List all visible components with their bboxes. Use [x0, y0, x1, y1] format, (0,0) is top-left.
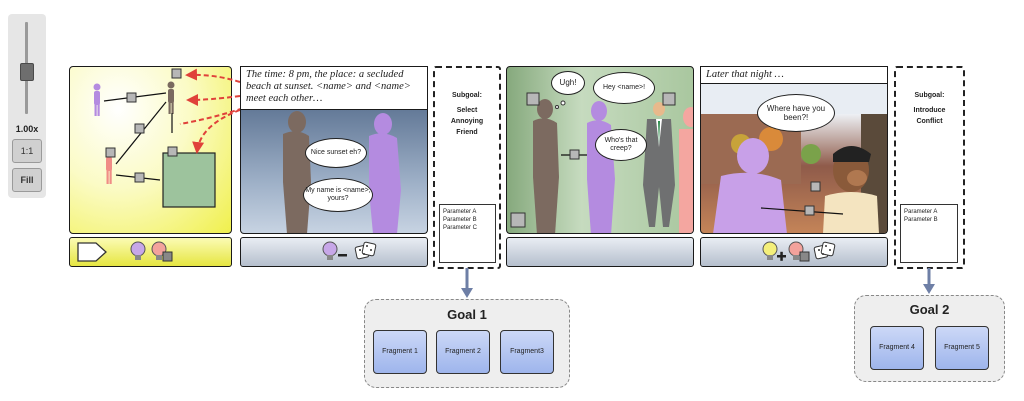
fragment-card[interactable]: Fragment 5 — [935, 326, 989, 370]
panel1-toolbar — [69, 237, 232, 267]
speech-bubble: Nice sunset eh? — [305, 138, 367, 168]
panel-layout-editor[interactable] — [69, 66, 232, 234]
zoom-one-to-one-button[interactable]: 1:1 — [12, 139, 42, 163]
fragment-card[interactable]: Fragment3 — [500, 330, 554, 374]
image-placeholder-box — [162, 152, 216, 208]
pink-character-silhouette — [679, 107, 693, 233]
subgoal-name: Introduce Conflict — [913, 107, 946, 125]
subgoal-card-select-annoying-friend[interactable]: Subgoal: Select Annoying Friend Paramete… — [433, 66, 501, 269]
lightbulb-purple-icon[interactable] — [128, 240, 148, 264]
subgoal-parameter-list: Parameter A Parameter B — [900, 204, 958, 263]
goal-title: Goal 1 — [447, 307, 487, 322]
subgoal-parameter-list: Parameter A Parameter B Parameter C — [439, 204, 496, 263]
fragment-card[interactable]: Fragment 2 — [436, 330, 490, 374]
parameter-item: Parameter A — [904, 209, 938, 215]
brown-character-silhouette — [283, 111, 311, 233]
upset-man-character — [823, 146, 879, 233]
speech-bubble: Who's that creep? — [595, 129, 647, 161]
zoom-slider-thumb[interactable] — [20, 63, 34, 81]
man-in-suit-character — [643, 102, 675, 227]
zoom-fill-button[interactable]: Fill — [12, 168, 42, 192]
subgoal-heading: Subgoal: — [452, 92, 482, 99]
parameter-item: Parameter B — [904, 217, 938, 223]
speech-bubble: Where have you been?! — [757, 94, 835, 132]
meeting-characters — [510, 92, 693, 233]
purple-character-silhouette — [93, 83, 101, 116]
panel2-toolbar — [240, 237, 428, 267]
layout-diagram — [93, 68, 216, 208]
parameter-item: Parameter B — [443, 217, 477, 223]
brown-character-silhouette — [533, 99, 559, 233]
panel2-caption: The time: 8 pm, the place: a secluded be… — [240, 66, 428, 110]
panel-beach-scene[interactable]: Nice sunset eh? My name is <name>, yours… — [240, 110, 428, 234]
subgoal-name: Select Annoying Friend — [450, 107, 484, 136]
lightbulb-plus-icon[interactable] — [761, 239, 787, 265]
thought-bubble: Ugh! — [551, 71, 585, 95]
fragment-card[interactable]: Fragment 4 — [870, 326, 924, 370]
subgoal-to-goal-arrow — [461, 268, 473, 298]
parameter-item: Parameter C — [443, 225, 478, 231]
goal-title: Goal 2 — [909, 302, 950, 317]
panel4-toolbar — [700, 237, 888, 267]
purple-character-silhouette — [713, 138, 787, 233]
purple-character-silhouette — [587, 101, 615, 233]
subgoal-heading: Subgoal: — [914, 92, 945, 99]
arrow-tag-icon[interactable] — [74, 238, 114, 266]
beach-characters — [283, 111, 401, 233]
lightbulb-red-square-icon[interactable] — [787, 240, 813, 264]
fragment-card[interactable]: Fragment 1 — [373, 330, 427, 374]
zoom-level-label: 1.00x — [15, 124, 39, 134]
grey-character-silhouette — [167, 81, 175, 114]
parameter-item: Parameter A — [443, 209, 477, 215]
dice-icon[interactable] — [354, 240, 378, 264]
panel-meeting-scene[interactable]: Ugh! Hey <name>! Who's that creep? — [506, 66, 694, 234]
speech-bubble: My name is <name>, yours? — [303, 178, 373, 212]
subgoal-to-goal-arrow — [923, 268, 935, 294]
speech-bubble: Hey <name>! — [593, 72, 655, 104]
lightbulb-red-square-icon[interactable] — [150, 240, 176, 264]
panel-market-scene[interactable]: Where have you been?! — [700, 84, 888, 234]
purple-character-silhouette — [369, 113, 401, 233]
subgoal-card-introduce-conflict[interactable]: Subgoal: Introduce Conflict Parameter A … — [894, 66, 965, 269]
lightbulb-minus-icon[interactable] — [321, 239, 351, 265]
dice-icon[interactable] — [813, 240, 837, 264]
goal-group-1[interactable]: Goal 1 Fragment 1 Fragment 2 Fragment3 — [364, 299, 570, 388]
goal-group-2[interactable]: Goal 2 Fragment 4 Fragment 5 — [854, 295, 1005, 382]
panel4-caption: Later that night … — [700, 66, 888, 84]
panel3-toolbar — [506, 237, 694, 267]
